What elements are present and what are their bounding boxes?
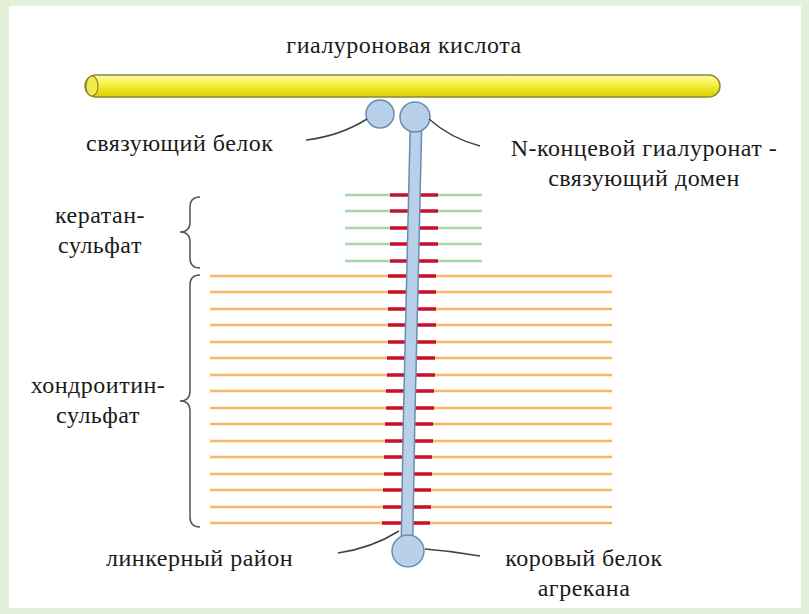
hyaluronan-label: гиалуроновая кислота: [286, 30, 521, 60]
hyaluronan-rod: [85, 75, 720, 97]
linker-label: линкерный район: [106, 543, 293, 573]
core-protein: [407, 125, 416, 540]
leader-lines: [306, 119, 480, 556]
g1-domain-label: N-концевой гиалуронат - связующий домен: [486, 133, 802, 193]
g1-domain: [400, 102, 430, 132]
g3-domain: [392, 535, 424, 567]
core-protein-outline: [407, 125, 416, 540]
rod-end: [86, 76, 98, 96]
link-protein-label: связующий белок: [86, 128, 273, 158]
chondroitin-label: хондроитин- сульфат: [18, 370, 178, 430]
link-protein: [366, 100, 394, 128]
core-protein-label: коровый белок агрекана: [484, 543, 684, 603]
chondroitin-brace: [180, 275, 200, 527]
keratan-label: кератан- сульфат: [30, 200, 170, 260]
keratan-brace: [180, 197, 200, 268]
panel-ground: [9, 6, 801, 608]
